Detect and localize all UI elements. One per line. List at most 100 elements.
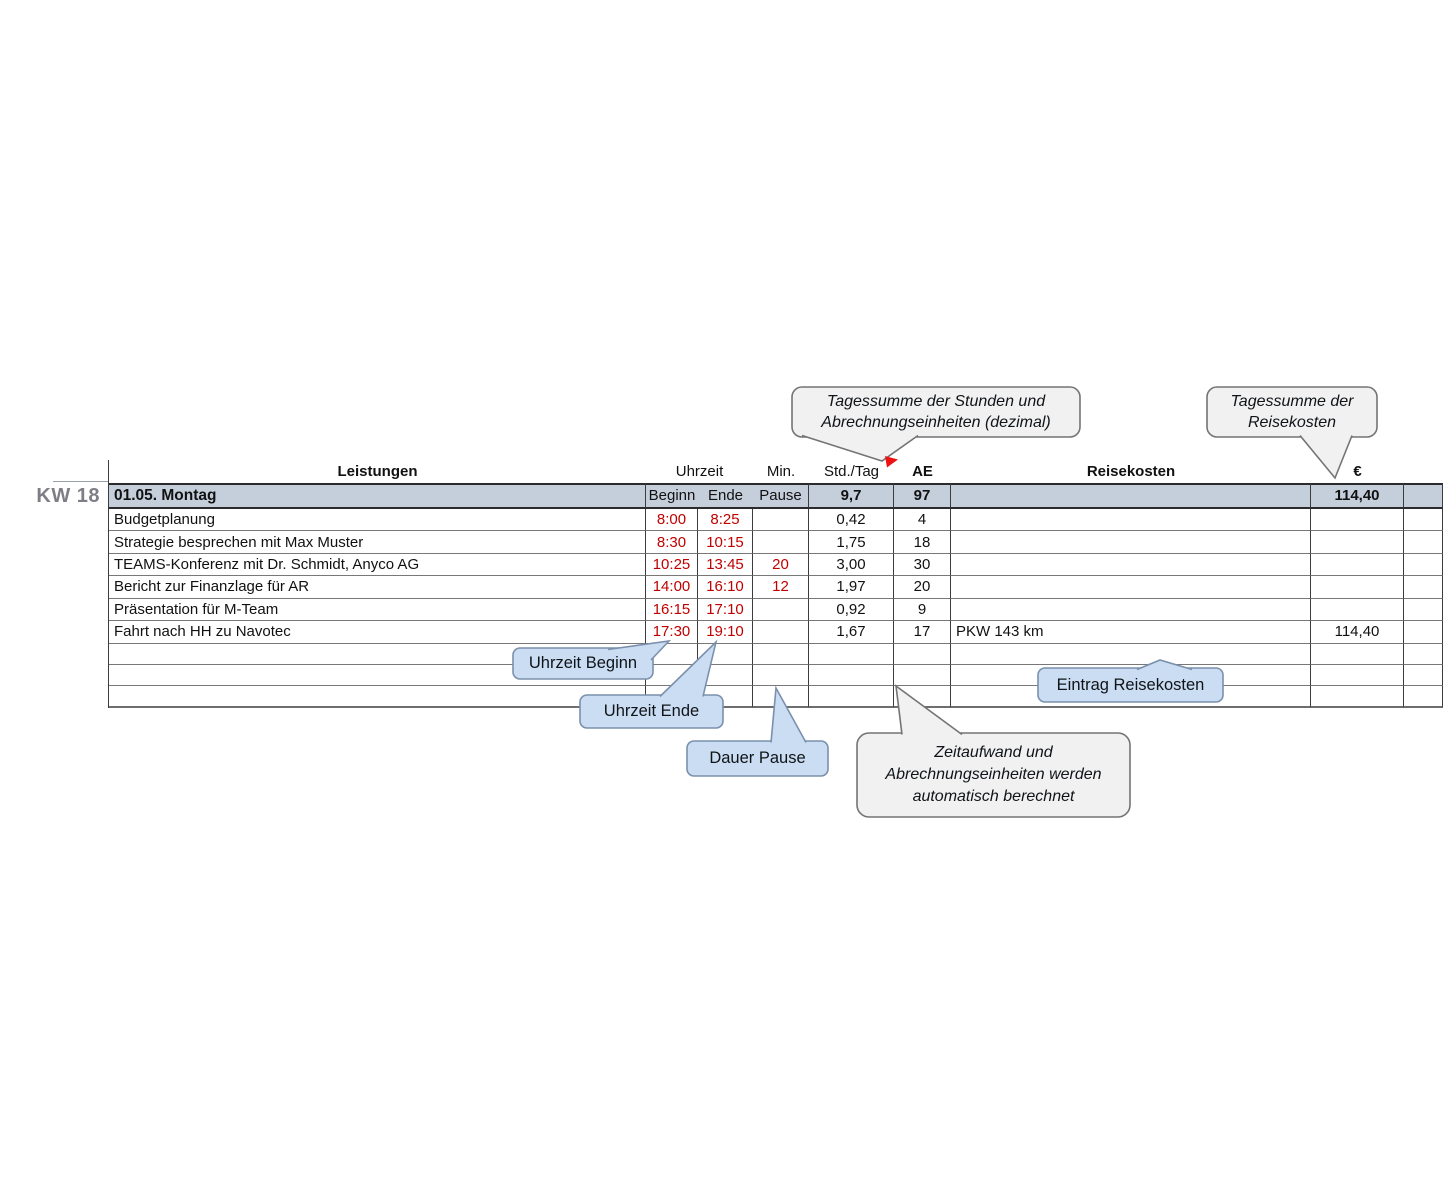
ae-cell[interactable]: 17 [894, 621, 951, 644]
empty-cell[interactable] [109, 664, 646, 687]
day-spare-cell[interactable] [1404, 482, 1443, 509]
std-tag-cell[interactable]: 3,00 [809, 553, 894, 577]
callout-line: Reisekosten [1247, 414, 1337, 431]
spare-cell[interactable] [1404, 598, 1443, 622]
col-header-std-tag[interactable]: Std./Tag [809, 460, 894, 483]
ae-cell[interactable]: 4 [894, 508, 951, 532]
empty-cell[interactable] [698, 686, 753, 708]
empty-cell[interactable] [646, 686, 698, 708]
reisekosten-cell[interactable]: PKW 143 km [951, 621, 1311, 644]
leistung-cell[interactable]: Budgetplanung [109, 508, 646, 532]
spare-cell[interactable] [1404, 576, 1443, 599]
beginn-cell[interactable]: 17:30 [646, 621, 698, 644]
reisekosten-cell[interactable] [951, 553, 1311, 577]
empty-cell[interactable] [753, 643, 809, 665]
day-pause-header-cell[interactable]: Pause [753, 482, 809, 509]
empty-cell[interactable] [951, 686, 1311, 708]
ae-cell[interactable]: 18 [894, 531, 951, 554]
leistung-cell[interactable]: Fahrt nach HH zu Navotec [109, 621, 646, 644]
std-tag-cell[interactable]: 0,92 [809, 598, 894, 622]
ende-cell[interactable]: 13:45 [698, 553, 753, 577]
euro-cell[interactable] [1311, 553, 1404, 577]
reisekosten-cell[interactable] [951, 531, 1311, 554]
empty-cell[interactable] [1404, 643, 1443, 665]
empty-cell[interactable] [951, 664, 1311, 687]
spare-cell[interactable] [1404, 531, 1443, 554]
empty-cell[interactable] [753, 664, 809, 687]
col-header-uhrzeit[interactable]: Uhrzeit [646, 460, 753, 483]
leistung-cell[interactable]: Strategie besprechen mit Max Muster [109, 531, 646, 554]
callout-line: Abrechnungseinheiten (dezimal) [821, 414, 1051, 431]
pause-cell[interactable]: 20 [753, 553, 809, 577]
ae-cell[interactable]: 30 [894, 553, 951, 577]
day-beginn-header-cell[interactable]: Beginn [646, 482, 698, 509]
empty-cell[interactable] [894, 643, 951, 665]
leistung-cell[interactable]: Präsentation für M-Team [109, 598, 646, 622]
empty-cell[interactable] [1404, 664, 1443, 687]
leistung-cell[interactable]: Bericht zur Finanzlage für AR [109, 576, 646, 599]
col-header-leistungen[interactable]: Leistungen [109, 460, 646, 483]
empty-cell[interactable] [1311, 664, 1404, 687]
day-ae-sum-cell[interactable]: 97 [894, 482, 951, 509]
pause-cell[interactable] [753, 508, 809, 532]
reisekosten-cell[interactable] [951, 508, 1311, 532]
empty-cell[interactable] [1311, 643, 1404, 665]
pause-cell[interactable]: 12 [753, 576, 809, 599]
empty-cell[interactable] [109, 643, 646, 665]
beginn-cell[interactable]: 14:00 [646, 576, 698, 599]
empty-cell[interactable] [809, 664, 894, 687]
empty-cell[interactable] [698, 664, 753, 687]
empty-cell[interactable] [1404, 686, 1443, 708]
reisekosten-cell[interactable] [951, 598, 1311, 622]
col-header-ae[interactable]: AE [894, 460, 951, 483]
ende-cell[interactable]: 19:10 [698, 621, 753, 644]
week-label-cell[interactable]: KW 18 [36, 484, 100, 507]
euro-cell[interactable] [1311, 508, 1404, 532]
col-header-reisekosten[interactable]: Reisekosten [951, 460, 1311, 483]
day-reisekosten-cell[interactable] [951, 482, 1311, 509]
pause-cell[interactable] [753, 531, 809, 554]
empty-cell[interactable] [646, 664, 698, 687]
euro-cell[interactable]: 114,40 [1311, 621, 1404, 644]
leistung-cell[interactable]: TEAMS-Konferenz mit Dr. Schmidt, Anyco A… [109, 553, 646, 577]
empty-cell[interactable] [809, 686, 894, 708]
beginn-cell[interactable]: 8:00 [646, 508, 698, 532]
empty-cell[interactable] [809, 643, 894, 665]
std-tag-cell[interactable]: 1,67 [809, 621, 894, 644]
col-header-euro[interactable]: € [1311, 460, 1404, 483]
day-ende-header-cell[interactable]: Ende [698, 482, 753, 509]
empty-cell[interactable] [894, 686, 951, 708]
beginn-cell[interactable]: 10:25 [646, 553, 698, 577]
pause-cell[interactable] [753, 598, 809, 622]
ende-cell[interactable]: 16:10 [698, 576, 753, 599]
col-header-min[interactable]: Min. [753, 460, 809, 483]
ae-cell[interactable]: 9 [894, 598, 951, 622]
ae-cell[interactable]: 20 [894, 576, 951, 599]
spare-cell[interactable] [1404, 621, 1443, 644]
std-tag-cell[interactable]: 1,97 [809, 576, 894, 599]
euro-cell[interactable] [1311, 531, 1404, 554]
empty-cell[interactable] [951, 643, 1311, 665]
spare-cell[interactable] [1404, 508, 1443, 532]
beginn-cell[interactable]: 16:15 [646, 598, 698, 622]
day-std-sum-cell[interactable]: 9,7 [809, 482, 894, 509]
empty-cell[interactable] [894, 664, 951, 687]
empty-cell[interactable] [753, 686, 809, 708]
euro-cell[interactable] [1311, 576, 1404, 599]
euro-cell[interactable] [1311, 598, 1404, 622]
ende-cell[interactable]: 17:10 [698, 598, 753, 622]
ende-cell[interactable]: 10:15 [698, 531, 753, 554]
day-date-cell[interactable]: 01.05. Montag [109, 482, 646, 509]
empty-cell[interactable] [698, 643, 753, 665]
day-euro-sum-cell[interactable]: 114,40 [1311, 482, 1404, 509]
std-tag-cell[interactable]: 1,75 [809, 531, 894, 554]
ende-cell[interactable]: 8:25 [698, 508, 753, 532]
spare-cell[interactable] [1404, 553, 1443, 577]
reisekosten-cell[interactable] [951, 576, 1311, 599]
pause-cell[interactable] [753, 621, 809, 644]
empty-cell[interactable] [646, 643, 698, 665]
std-tag-cell[interactable]: 0,42 [809, 508, 894, 532]
empty-cell[interactable] [1311, 686, 1404, 708]
beginn-cell[interactable]: 8:30 [646, 531, 698, 554]
empty-cell[interactable] [109, 686, 646, 708]
